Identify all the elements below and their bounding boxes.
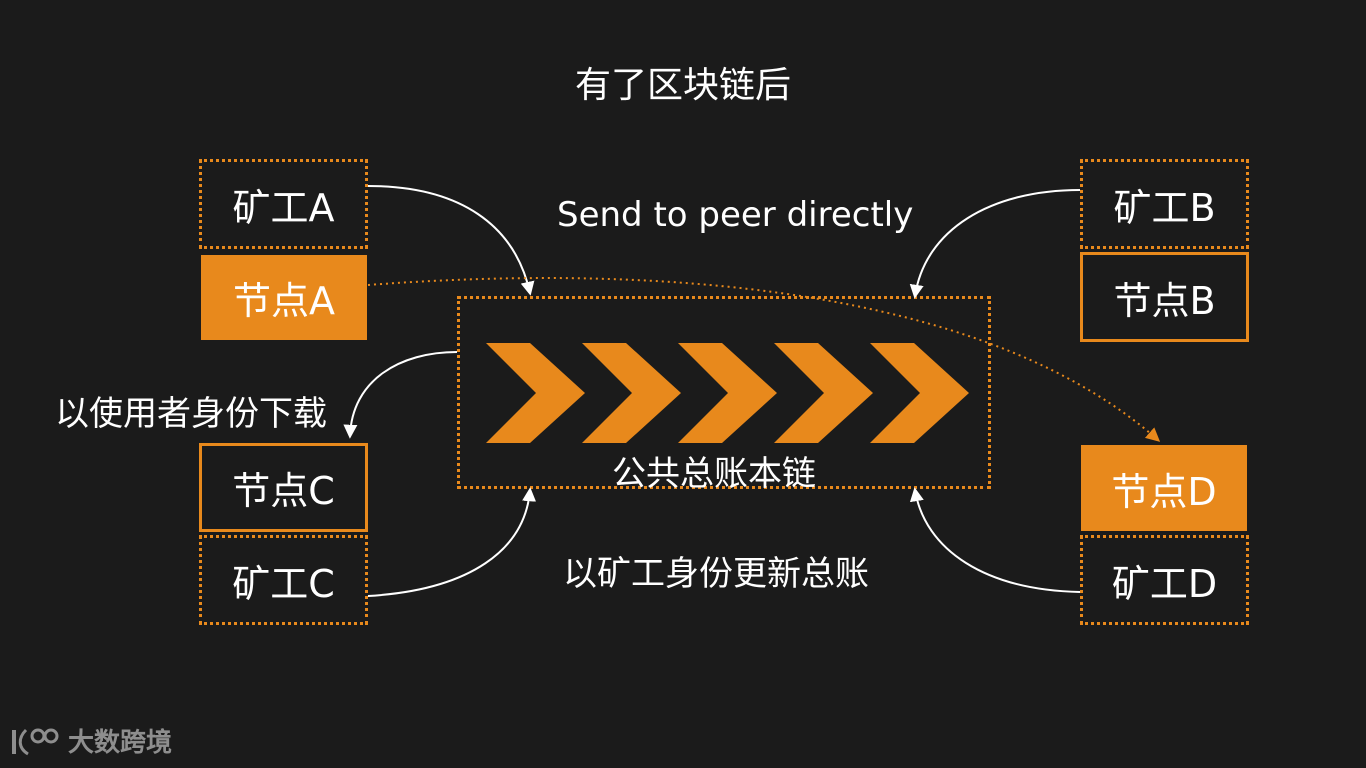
- update-as-miner-label: 以矿工身份更新总账: [563, 554, 869, 594]
- arrow-node-a-to-node-d: [367, 277, 1161, 442]
- logo-text: 大数跨境: [68, 728, 173, 758]
- arrow-ledger-to-node-c: [343, 351, 458, 439]
- arrow-miner-d-to-ledger: [909, 487, 1081, 593]
- logo-icon: [12, 728, 59, 755]
- ledger-chain-label: 公共总账本链: [612, 454, 816, 494]
- send-to-peer-label: Send to peer directly: [557, 195, 914, 235]
- miner-b-box: 矿工B: [1080, 159, 1249, 249]
- chain-chevrons: [486, 343, 969, 443]
- chevron-3: [678, 343, 777, 443]
- node-c-box: 节点C: [199, 443, 368, 532]
- arrow-miner-a-to-ledger: [367, 185, 535, 296]
- miner-d-box: 矿工D: [1080, 535, 1249, 625]
- download-as-user-label: 以使用者身份下载: [55, 394, 327, 434]
- brand-logo: 大数跨境: [10, 722, 172, 759]
- miner-a-box: 矿工A: [199, 159, 368, 249]
- miner-c-box: 矿工C: [199, 535, 368, 625]
- node-b-box: 节点B: [1080, 252, 1249, 342]
- chevron-2: [582, 343, 681, 443]
- chevron-4: [774, 343, 873, 443]
- arrow-miner-c-to-ledger: [367, 487, 537, 597]
- node-a-box: 节点A: [201, 255, 367, 340]
- chevron-5: [870, 343, 969, 443]
- chevron-1: [486, 343, 585, 443]
- arrow-miner-b-to-ledger: [909, 189, 1081, 299]
- node-d-box: 节点D: [1081, 445, 1247, 531]
- ledger-chain-box: [457, 296, 991, 489]
- page-title: 有了区块链后: [574, 65, 791, 106]
